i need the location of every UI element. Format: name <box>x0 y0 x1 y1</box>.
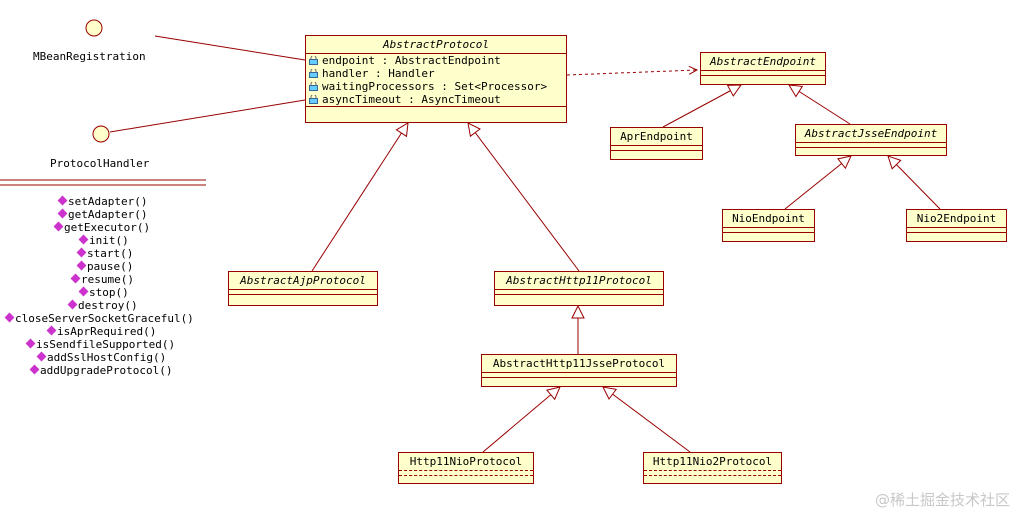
operation-icon <box>70 273 81 284</box>
attributes-section <box>723 227 814 232</box>
operations-section <box>723 232 814 237</box>
class-abstract-protocol[interactable]: AbstractProtocol endpoint : AbstractEndp… <box>305 35 567 123</box>
operation-icon <box>4 312 15 323</box>
attributes-section <box>399 470 533 475</box>
generalization-ajp <box>311 123 408 272</box>
attributes-section <box>482 372 676 377</box>
attributes-section <box>611 145 702 150</box>
protected-attribute-icon <box>309 82 318 91</box>
operation-icon <box>76 260 87 271</box>
generalization-http11 <box>468 123 580 272</box>
class-abstract-endpoint[interactable]: AbstractEndpoint <box>700 52 826 85</box>
protected-attribute-icon <box>309 69 318 78</box>
operations-section <box>907 232 1006 237</box>
attributes-section <box>644 470 781 475</box>
operation-item: pause() <box>76 260 133 273</box>
operation-item: resume() <box>70 273 134 286</box>
operation-item: isAprRequired() <box>46 325 156 338</box>
operation-icon <box>57 208 68 219</box>
class-http11-nio2-protocol[interactable]: Http11Nio2Protocol <box>643 452 782 484</box>
attributes-section <box>796 142 946 147</box>
class-name: AbstractHttp11Protocol <box>506 274 652 287</box>
realization-mbean-line <box>154 35 306 61</box>
operations-section <box>611 150 702 155</box>
operation-icon <box>29 364 40 375</box>
class-name: AbstractEndpoint <box>710 55 816 68</box>
generalization-nio-endpoint <box>784 156 851 210</box>
class-nio2-endpoint[interactable]: Nio2Endpoint <box>906 209 1007 242</box>
attributes-section <box>907 227 1006 232</box>
operation-item: start() <box>76 247 133 260</box>
class-apr-endpoint[interactable]: AprEndpoint <box>610 127 703 160</box>
class-abstract-http11-jsse-protocol[interactable]: AbstractHttp11JsseProtocol <box>481 354 677 387</box>
operation-item: addUpgradeProtocol() <box>29 364 172 377</box>
operation-item: destroy() <box>67 299 138 312</box>
operation-item: getAdapter() <box>57 208 147 221</box>
protected-attribute-icon <box>309 56 318 65</box>
dependency-arrow <box>566 70 697 76</box>
class-name: Nio2Endpoint <box>916 212 997 225</box>
attributes-section: endpoint : AbstractEndpoint handler : Ha… <box>306 53 566 106</box>
operation-icon <box>76 247 87 258</box>
operations-section <box>306 106 566 111</box>
class-nio-endpoint[interactable]: NioEndpoint <box>722 209 815 242</box>
class-name: AbstractHttp11JsseProtocol <box>492 357 666 370</box>
attribute-row: asyncTimeout : AsyncTimeout <box>306 93 566 106</box>
operation-icon <box>57 195 68 206</box>
operations-section <box>229 294 377 299</box>
operation-item: init() <box>78 234 129 247</box>
operation-item: stop() <box>78 286 129 299</box>
operations-section <box>644 475 781 480</box>
operation-icon <box>78 234 89 245</box>
mbean-registration-label: MBeanRegistration <box>33 50 146 63</box>
class-name: AprEndpoint <box>620 130 693 143</box>
mbean-registration-interface-icon <box>85 19 103 37</box>
operation-item: setAdapter() <box>57 195 147 208</box>
class-name: Http11NioProtocol <box>409 455 523 468</box>
class-abstract-http11-protocol[interactable]: AbstractHttp11Protocol <box>494 271 664 306</box>
operations-section <box>495 294 663 299</box>
operation-icon <box>78 286 89 297</box>
operation-item: closeServerSocketGraceful() <box>4 312 194 325</box>
operation-icon <box>67 299 78 310</box>
protocol-handler-label: ProtocolHandler <box>50 157 150 170</box>
operation-item: getExecutor() <box>53 221 150 234</box>
attribute-row: waitingProcessors : Set<Processor> <box>306 80 566 93</box>
class-name: AbstractJsseEndpoint <box>804 127 938 140</box>
protocol-handler-interface-icon <box>92 125 110 143</box>
attributes-section <box>229 289 377 294</box>
generalization-nio2-endpoint <box>888 156 941 210</box>
generalization-nio-protocol <box>482 387 560 453</box>
generalization-nio2-protocol <box>603 387 691 453</box>
operation-item: isSendfileSupported() <box>25 338 175 351</box>
operation-icon <box>46 325 57 336</box>
operations-section <box>796 147 946 152</box>
operations-section <box>701 75 825 80</box>
class-name: Http11Nio2Protocol <box>652 455 773 468</box>
attribute-row: endpoint : AbstractEndpoint <box>306 54 566 67</box>
class-name: NioEndpoint <box>732 212 805 225</box>
class-http11-nio-protocol[interactable]: Http11NioProtocol <box>398 452 534 484</box>
class-name: AbstractAjpProtocol <box>240 274 366 287</box>
class-abstract-ajp-protocol[interactable]: AbstractAjpProtocol <box>228 271 378 306</box>
operation-item: addSslHostConfig() <box>36 351 166 364</box>
generalization-apr-endpoint <box>662 85 741 128</box>
attribute-row: handler : Handler <box>306 67 566 80</box>
operation-icon <box>36 351 47 362</box>
operation-icon <box>25 338 36 349</box>
watermark: @稀土掘金技术社区 <box>874 491 1010 509</box>
realization-protocolhandler-line <box>109 99 306 133</box>
operation-icon <box>53 221 64 232</box>
protected-attribute-icon <box>309 95 318 104</box>
operations-section <box>399 475 533 480</box>
attributes-section <box>701 70 825 75</box>
generalization-abstract-jsse-endpoint <box>789 85 851 125</box>
operations-section <box>482 377 676 382</box>
class-abstract-jsse-endpoint[interactable]: AbstractJsseEndpoint <box>795 124 947 156</box>
class-name: AbstractProtocol <box>383 38 489 51</box>
attributes-section <box>495 289 663 294</box>
